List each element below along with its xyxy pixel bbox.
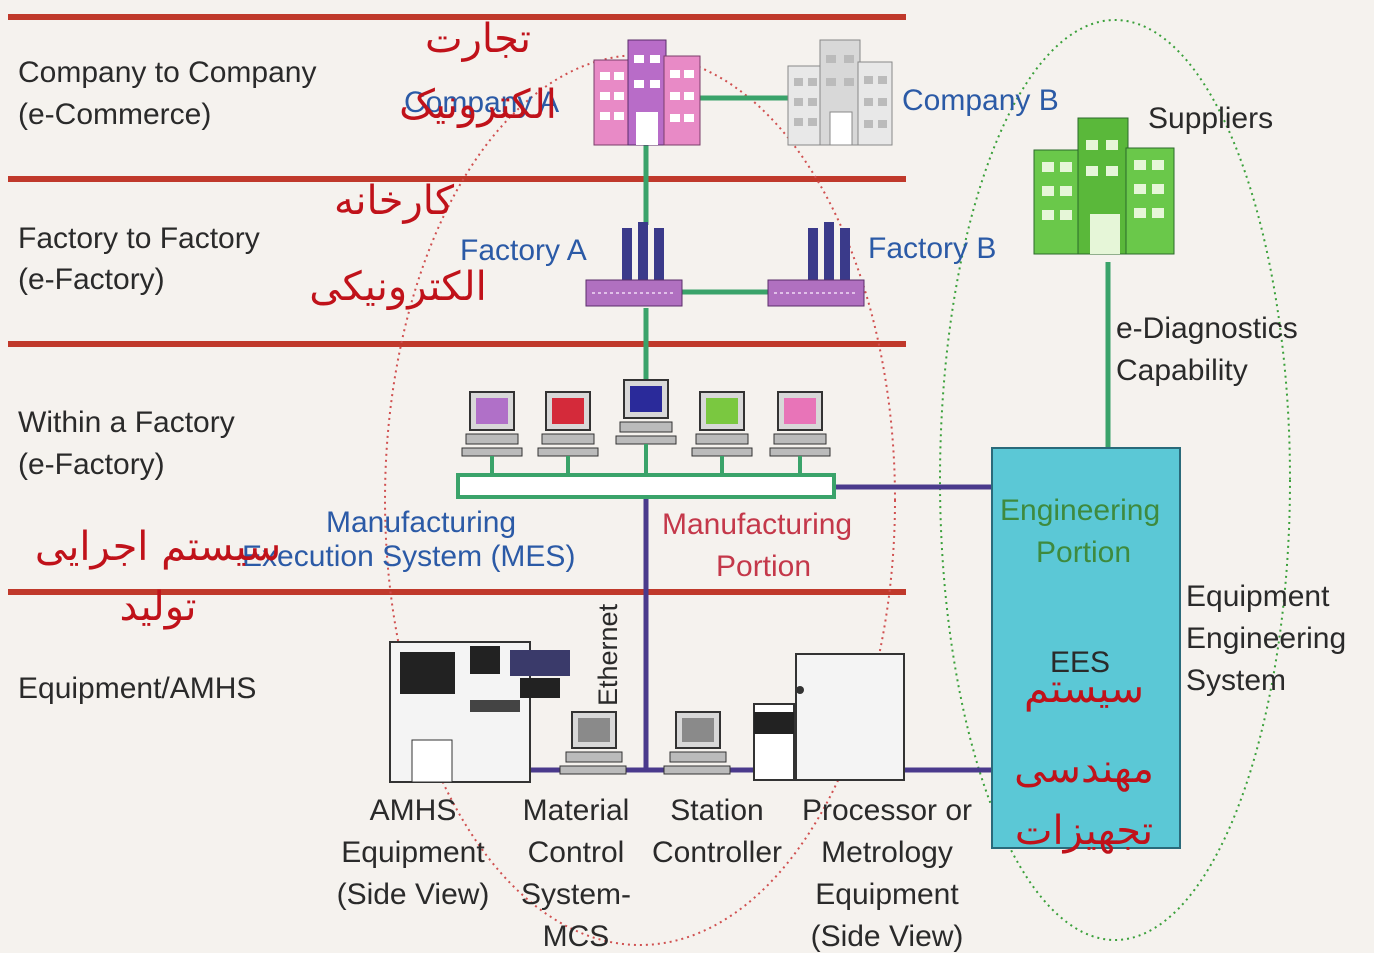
company-b-building-icon — [787, 39, 893, 146]
mcs-caption-3: System- — [521, 878, 631, 911]
factory-a-icon — [585, 222, 683, 307]
suppliers-building-icon — [1033, 117, 1175, 255]
processor-equipment-icon — [753, 653, 905, 781]
workstation-icon — [769, 391, 831, 476]
engineering-portion-line1: Engineering — [1000, 494, 1160, 527]
ees-side-line3: System — [1186, 664, 1286, 697]
amhs-caption-3: (Side View) — [337, 878, 490, 911]
supplier-ellipse — [939, 19, 1291, 941]
processor-caption-4: (Side View) — [811, 920, 964, 953]
mcs-caption-4: MCS — [543, 920, 610, 953]
ees-side-line1: Equipment — [1186, 580, 1330, 613]
level-labels: Company to Company (e-Commerce) Factory … — [18, 56, 316, 705]
annotation-e-commerce-1: تجارت — [425, 16, 531, 62]
divider-4 — [8, 589, 906, 595]
mcs-caption-2: Control — [528, 836, 625, 869]
mcs-computer-icon — [559, 711, 627, 775]
amhs-caption-2: Equipment — [341, 836, 485, 869]
divider-2 — [8, 176, 906, 182]
annotation-e-commerce-2: الکترونیک — [399, 82, 557, 128]
level-3-line1: Within a Factory — [18, 406, 235, 439]
processor-caption-2: Metrology — [821, 836, 953, 869]
annotation-e-factory-1: کارخانه — [334, 178, 455, 224]
processor-caption-1: Processor or — [802, 794, 972, 827]
engineering-portion-line2: Portion — [1036, 536, 1131, 569]
amhs-caption-1: AMHS — [370, 794, 457, 827]
manufacturing-portion-line1: Manufacturing — [662, 508, 852, 541]
mes-line2: Execution System (MES) — [242, 540, 575, 573]
workstation-icon — [691, 391, 753, 476]
workstation-icon — [537, 391, 599, 476]
workstation-icon — [461, 391, 523, 476]
annotation-ees-3: تجهیزات — [1015, 808, 1153, 854]
manufacturing-portion-line2: Portion — [716, 550, 811, 583]
bottom-captions: AMHS Equipment (Side View) Material Cont… — [337, 794, 972, 953]
workstation-icon — [615, 379, 677, 476]
company-a-building-icon — [593, 39, 701, 146]
factory-b-label: Factory B — [868, 232, 996, 265]
annotation-mes-2: تولید — [119, 584, 196, 630]
station-controller-computer-icon — [663, 711, 731, 775]
annotation-ees-1: سیستم — [1024, 666, 1144, 712]
farsi-annotations: تجارت الکترونیک کارخانه الکترونیکی سیستم… — [35, 16, 1154, 854]
level-4-line1: Equipment/AMHS — [18, 672, 256, 705]
level-1-line2: (e-Commerce) — [18, 98, 211, 131]
annotation-ees-2: مهندسی — [1014, 746, 1154, 792]
level-3-line2: (e-Factory) — [18, 448, 165, 481]
workstations — [461, 379, 831, 476]
level-2-line2: (e-Factory) — [18, 263, 165, 296]
amhs-equipment-icon — [389, 641, 570, 783]
company-a-label: Company A — [404, 86, 559, 119]
ethernet-label: Ethernet — [593, 603, 623, 706]
processor-caption-3: Equipment — [815, 878, 959, 911]
suppliers-label: Suppliers — [1148, 102, 1273, 135]
e-diagnostics-line1: e-Diagnostics — [1116, 312, 1298, 345]
ees-label: EES — [1050, 646, 1110, 679]
level-2-line1: Factory to Factory — [18, 222, 260, 255]
level-dividers — [8, 14, 906, 595]
factory-b-icon — [767, 222, 865, 307]
annotation-e-factory-2: الکترونیکی — [309, 264, 486, 310]
company-b-label: Company B — [902, 84, 1059, 117]
station-caption-1: Station — [670, 794, 763, 827]
station-caption-2: Controller — [652, 836, 782, 869]
factory-a-label: Factory A — [460, 234, 587, 267]
e-diagnostics-line2: Capability — [1116, 354, 1248, 387]
divider-1 — [8, 14, 906, 20]
divider-3 — [8, 341, 906, 347]
lan-bus — [456, 473, 836, 499]
level-1-line1: Company to Company — [18, 56, 316, 89]
ees-side-line2: Engineering — [1186, 622, 1346, 655]
ees-box — [991, 447, 1181, 849]
mes-line1: Manufacturing — [326, 506, 516, 539]
annotation-mes-1: سیستم اجرایی — [35, 524, 281, 570]
mcs-caption-1: Material — [523, 794, 630, 827]
factory-ellipse — [384, 54, 896, 946]
